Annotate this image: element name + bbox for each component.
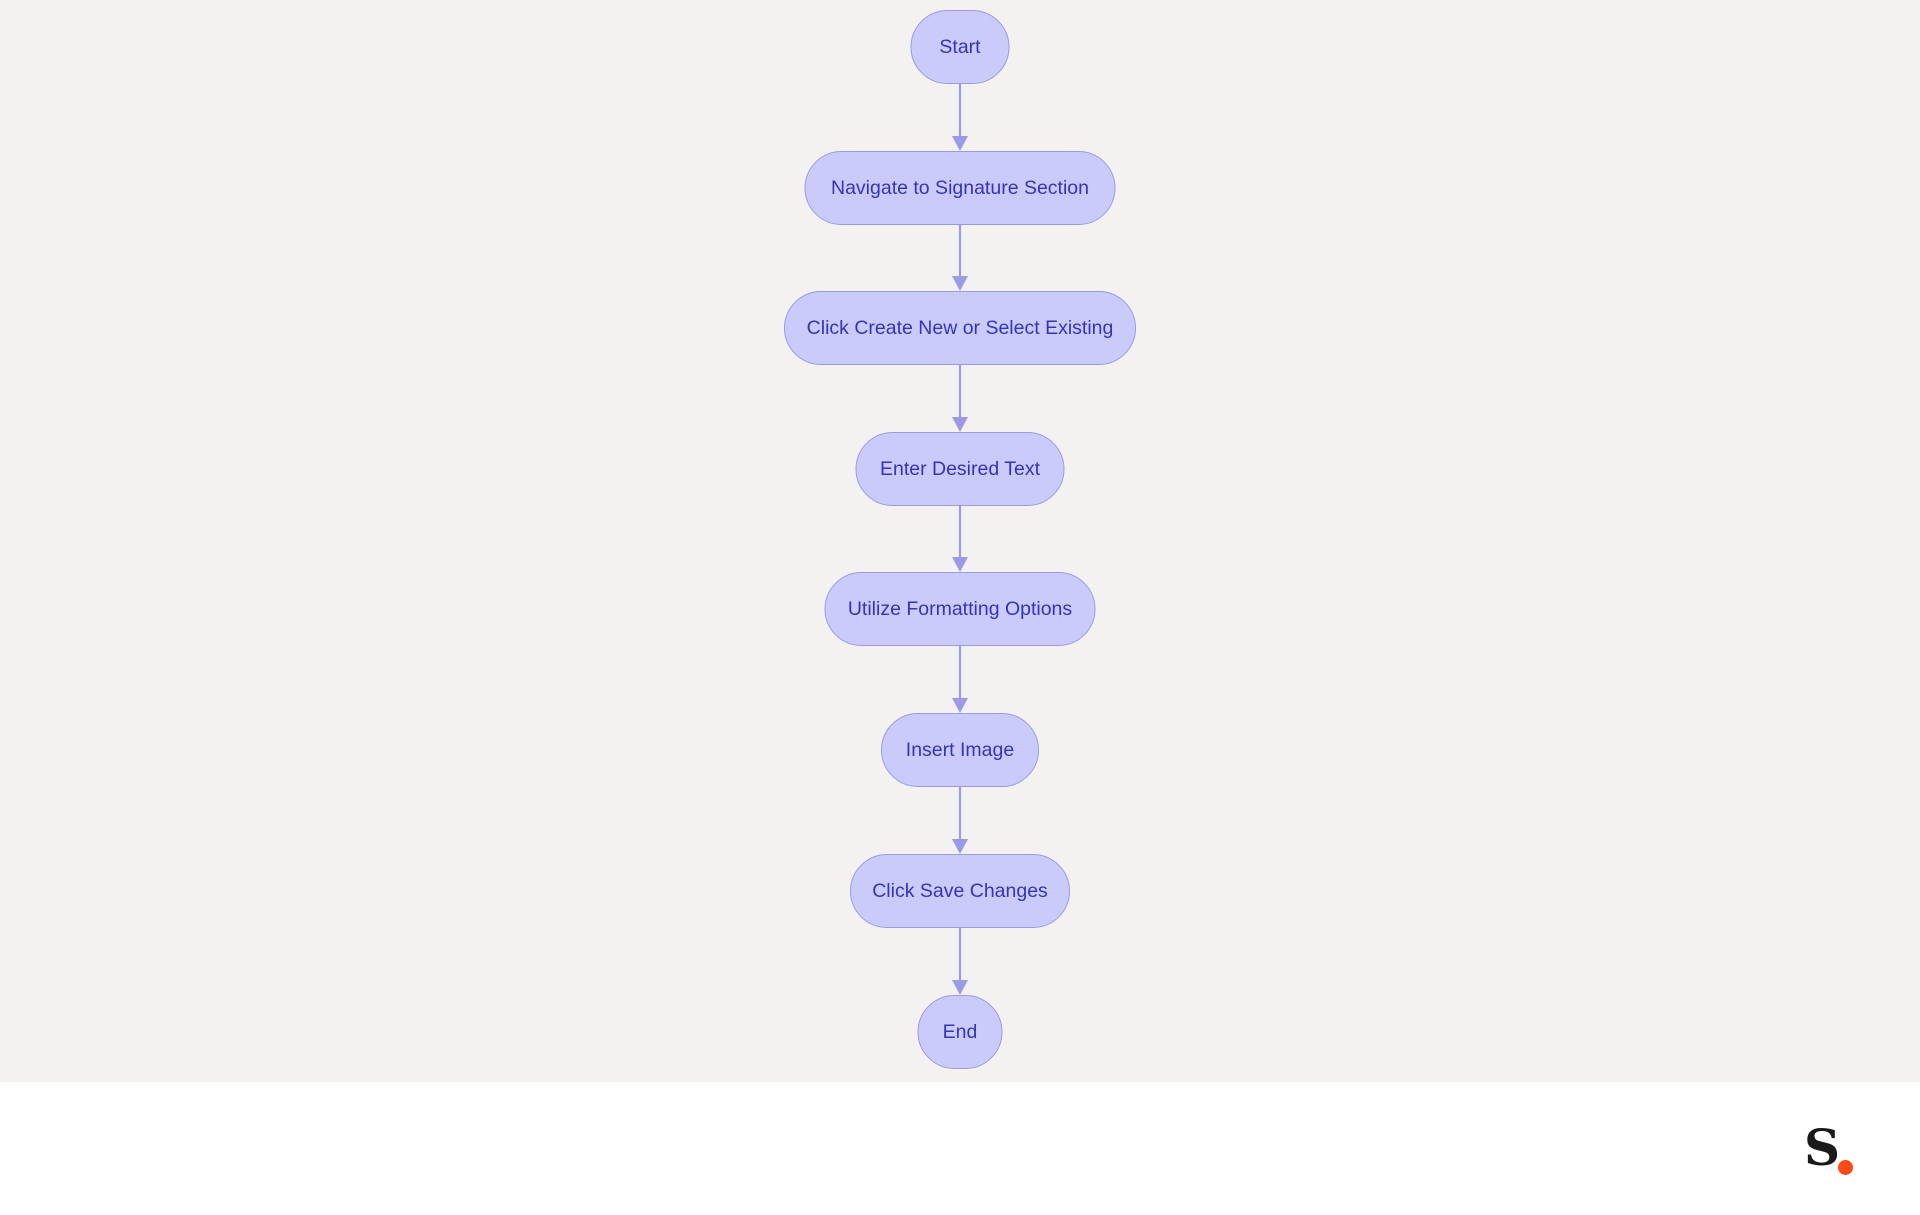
node-start: Start bbox=[910, 10, 1010, 84]
arrowhead-icon bbox=[952, 417, 968, 432]
diagram-canvas: Start Navigate to Signature Section Clic… bbox=[0, 0, 1920, 1082]
arrowhead-icon bbox=[952, 136, 968, 151]
brand-logo-icon: S bbox=[1804, 1118, 1864, 1178]
arrowhead-icon bbox=[952, 698, 968, 713]
node-click-save-changes: Click Save Changes bbox=[850, 854, 1070, 928]
arrowhead-icon bbox=[952, 839, 968, 854]
node-end: End bbox=[917, 995, 1003, 1069]
arrowhead-icon bbox=[952, 980, 968, 995]
arrowhead-icon bbox=[952, 276, 968, 291]
node-insert-image: Insert Image bbox=[881, 713, 1039, 787]
node-utilize-formatting-options: Utilize Formatting Options bbox=[824, 572, 1096, 646]
arrowhead-icon bbox=[952, 557, 968, 572]
logo-dot-icon bbox=[1838, 1160, 1853, 1175]
node-enter-desired-text: Enter Desired Text bbox=[855, 432, 1065, 506]
node-navigate-to-signature-section: Navigate to Signature Section bbox=[804, 151, 1116, 225]
logo-letter: S bbox=[1804, 1118, 1841, 1177]
node-click-create-new-or-select-existing: Click Create New or Select Existing bbox=[784, 291, 1136, 365]
footer bbox=[0, 1082, 1920, 1215]
flowchart-edges bbox=[952, 84, 968, 995]
